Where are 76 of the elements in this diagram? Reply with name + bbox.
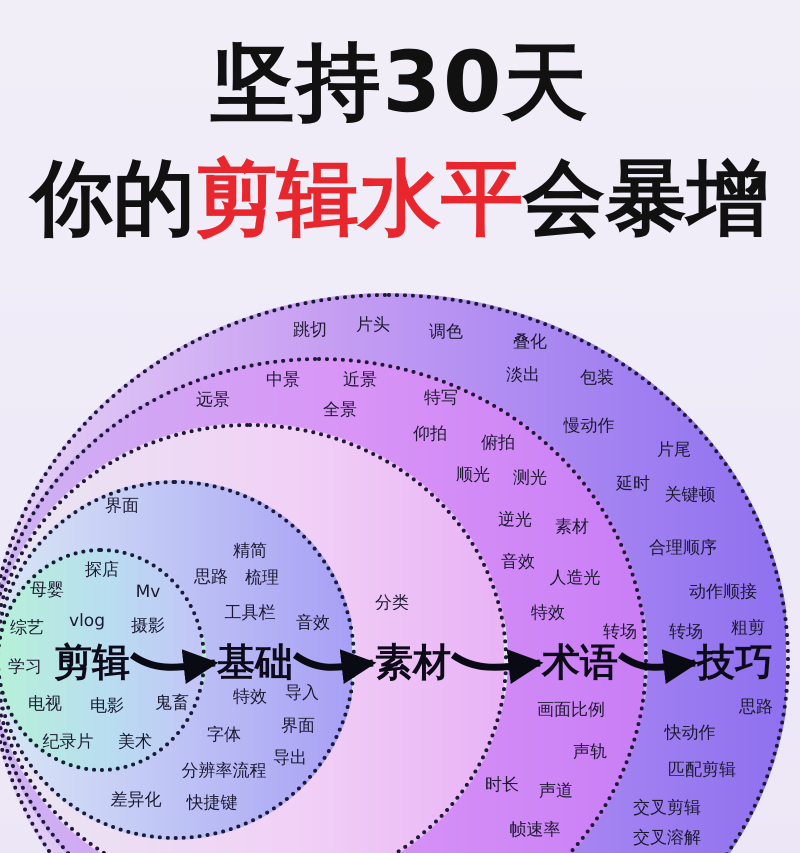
topic-label: 分类 [375,592,409,614]
topic-label: 快捷键 [186,792,238,814]
stage-heading: 素材 [375,642,451,684]
topic-label: 分辨率流程 [182,760,266,782]
topic-label: 延时 [616,474,650,494]
topic-label: 中景 [266,370,300,390]
stage-heading: 术语 [542,642,618,684]
topic-label: 美术 [118,732,152,752]
topic-label: 电视 [28,694,62,714]
stage-heading: 剪辑 [54,642,130,684]
topic-label: 测光 [513,468,547,488]
topic-label: 俯拍 [481,432,515,454]
topic-label: 转场 [669,622,703,642]
topic-label: 梳理 [245,568,279,588]
topic-label: 导入 [285,682,319,704]
topic-label: 音效 [501,552,535,572]
topic-label: 思路 [739,696,773,718]
topic-label: 淡出 [506,364,540,386]
topic-label: 顺光 [456,464,490,486]
topic-label: 全景 [323,400,357,420]
arrow [618,649,698,684]
title: 坚持30天 [210,40,590,124]
topic-label: 母婴 [30,580,64,600]
topic-label: 特效 [233,686,267,708]
topic-label: 探店 [85,560,119,580]
topic-label: 电影 [90,696,124,716]
topic-label: 远景 [196,390,230,410]
topic-label: 转场 [603,622,637,642]
topic-label: 纪录片 [42,732,94,752]
topic-label: Mv [136,582,160,602]
topic-label: 声道 [539,780,573,802]
topic-label: 片尾 [657,440,691,460]
topic-label: 跳切 [293,320,327,340]
stage-heading: 基础 [217,642,293,684]
topic-label: 导出 [273,748,307,768]
topic-label: 帧速率 [510,820,560,840]
topic-label: 界面 [281,716,315,736]
topic-label: 匹配剪辑 [668,760,736,780]
topic-label: 仰拍 [413,424,447,444]
topic-label: 交叉剪辑 [633,798,701,818]
topic-label: 逆光 [498,510,532,530]
topic-label: 精简 [233,540,267,562]
topic-label: 包装 [580,368,614,388]
topic-label: 画面比例 [537,700,605,720]
arrow [130,649,218,684]
arrow [451,649,544,684]
topic-label: 综艺 [10,618,44,638]
topic-label: 学习 [8,656,42,678]
arrow [293,649,376,684]
topic-label: 特效 [531,602,565,624]
topic-label: 关键顿 [664,484,716,506]
topic-label: 声轨 [573,742,607,762]
topic-label: 粗剪 [731,618,765,638]
topic-label: 动作顺接 [689,582,757,602]
topic-label: 慢动作 [564,416,614,436]
topic-label: 快动作 [664,722,716,744]
topic-label: 近景 [343,370,377,390]
topic-label: vlog [69,610,105,632]
topic-label: 界面 [105,496,139,516]
topic-label: 鬼畜 [155,692,189,714]
topic-label: 工具栏 [224,602,276,624]
topic-label: 音效 [296,612,330,634]
topic-label: 素材 [555,516,589,538]
topic-label: 人造光 [550,568,600,588]
topic-label: 摄影 [131,616,165,636]
topic-label: 字体 [207,724,241,746]
topic-label: 特写 [424,388,458,408]
topic-label: 思路 [194,566,228,588]
topic-label: 片头 [356,314,390,336]
topic-label: 调色 [429,322,463,342]
topic-label: 合理顺序 [649,538,717,558]
topic-label: 时长 [485,774,519,796]
topic-label: 差异化 [110,790,162,810]
topic-label: 叠化 [513,332,547,352]
topic-label: 交叉溶解 [633,828,701,848]
stage-heading: 技巧 [697,642,773,684]
